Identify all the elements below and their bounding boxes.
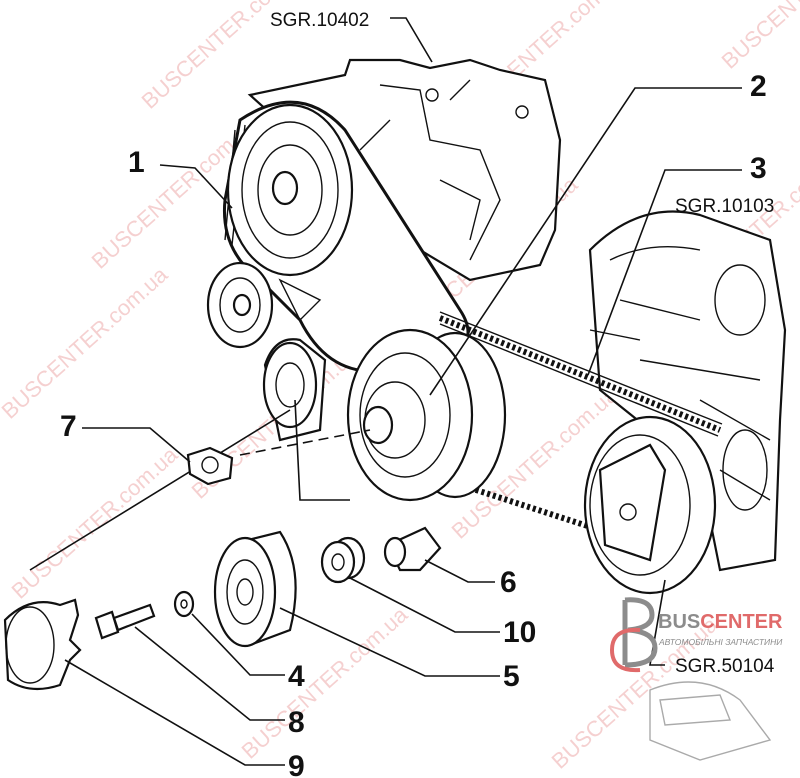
part-9-cover-cap	[3, 598, 82, 691]
part-8-bolt	[94, 603, 156, 640]
ref-right: SGR.10103	[675, 196, 774, 217]
part-10-spacer-ring	[320, 536, 366, 584]
callout-labels: SGR.10402 SGR.10103 1 2 3 4 5 6 7 8 9 10	[60, 10, 774, 778]
watermark: BUSCENTER.com.ua	[0, 261, 173, 423]
ref-bottom: SGR.50104	[675, 656, 775, 677]
callout-7: 7	[60, 410, 77, 443]
logo-brand-bus: BUS	[658, 611, 700, 633]
callout-leaders	[64, 17, 742, 766]
callout-9: 9	[288, 750, 305, 778]
logo-tagline: АВТОМОБІЛЬНІ ЗАПЧАСТИНИ	[658, 637, 783, 647]
callout-8: 8	[288, 706, 305, 739]
crankshaft-pulley	[346, 328, 507, 502]
timing-belt	[438, 311, 723, 533]
logo-b-mark	[622, 597, 658, 668]
part-4-washer	[173, 590, 195, 618]
part-7-nut	[186, 446, 234, 486]
callout-6: 6	[500, 566, 517, 599]
part-6-bushing	[383, 526, 442, 572]
part-5-bearing-roller	[213, 530, 297, 648]
callout-3: 3	[750, 152, 767, 185]
watermark: BUSCENTER.com.ua	[7, 441, 183, 603]
watermark: BUSCENTER.com.ua	[717, 0, 800, 74]
camshaft-pulley	[583, 415, 717, 595]
engine-block	[588, 210, 787, 572]
steering-pump-pulley	[226, 103, 354, 277]
callout-2: 2	[750, 70, 767, 103]
logo-c-mark	[609, 627, 641, 673]
ref-top: SGR.10402	[270, 10, 369, 31]
watermark: BUSCENTER.com.ua	[547, 611, 723, 773]
callout-1: 1	[128, 146, 145, 179]
callout-10: 10	[503, 616, 536, 649]
logo-brand-center: CENTER	[700, 611, 783, 633]
callout-5: 5	[503, 660, 520, 693]
callout-4: 4	[288, 660, 305, 693]
buscenter-logo: BUSCENTER АВТОМОБІЛЬНІ ЗАПЧАСТИНИ	[609, 597, 783, 761]
svg-text:BUSCENTER: BUSCENTER	[658, 611, 783, 633]
alternator-pulley	[206, 261, 322, 349]
tensioner-idler	[29, 338, 371, 571]
